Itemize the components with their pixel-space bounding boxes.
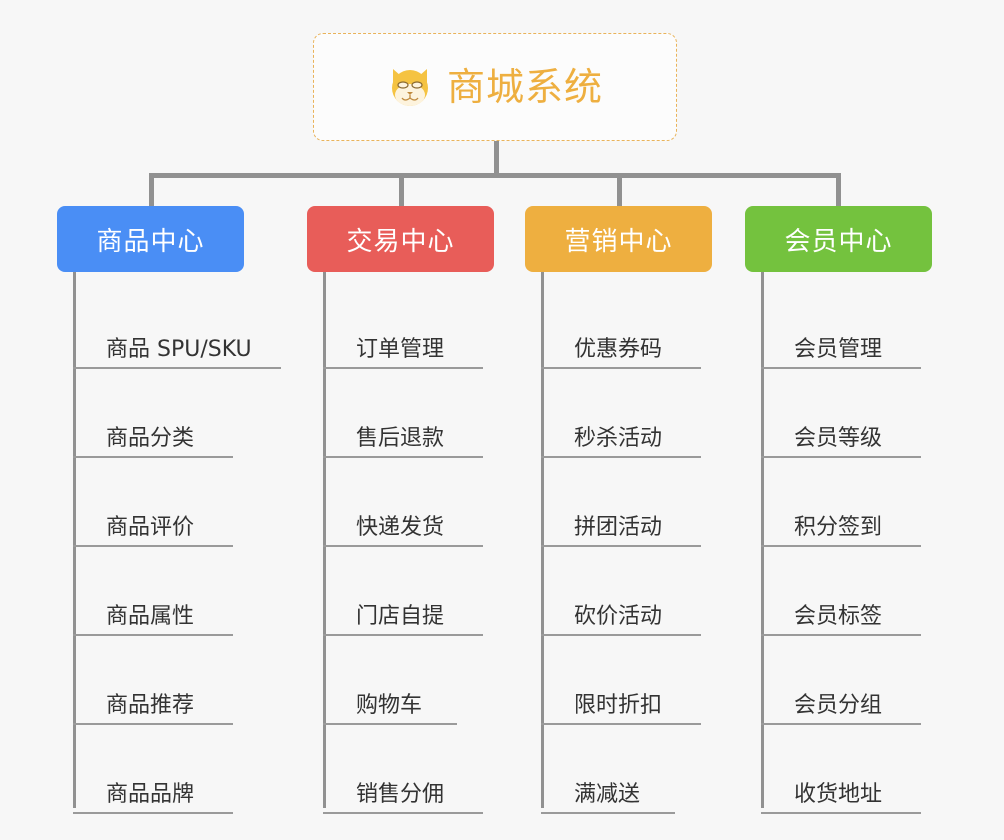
- connector-root-stem: [494, 141, 499, 177]
- branch-header-label: 会员中心: [784, 226, 893, 257]
- list-item-label: 会员等级: [794, 425, 883, 451]
- list-item-rule: [761, 812, 921, 814]
- list-item-label: 优惠券码: [574, 336, 663, 362]
- list-item-rule: [761, 723, 921, 725]
- connector-drop-3: [836, 173, 841, 206]
- branch-header-member[interactable]: 会员中心: [745, 206, 932, 272]
- list-item-rule: [541, 545, 701, 547]
- list-item-label: 会员管理: [794, 336, 883, 362]
- list-item-rule: [73, 367, 281, 369]
- list-item-rule: [323, 634, 483, 636]
- list-item-label: 门店自提: [356, 603, 445, 629]
- branch-header-marketing[interactable]: 营销中心: [525, 206, 712, 272]
- branch-item-list-trade: 订单管理 售后退款 快递发货 门店自提 购物车 销售分佣: [307, 272, 527, 814]
- list-item-rule: [541, 456, 701, 458]
- branch-item-list-member: 会员管理 会员等级 积分签到 会员标签 会员分组 收货地址: [745, 272, 965, 814]
- list-item[interactable]: 商品推荐: [57, 636, 307, 725]
- list-item[interactable]: 商品属性: [57, 547, 307, 636]
- list-item[interactable]: 积分签到: [745, 458, 965, 547]
- list-item-rule: [761, 634, 921, 636]
- list-item-label: 秒杀活动: [574, 425, 663, 451]
- list-item-rule: [541, 723, 701, 725]
- list-item[interactable]: 限时折扣: [525, 636, 745, 725]
- list-item[interactable]: 会员标签: [745, 547, 965, 636]
- list-item[interactable]: 商品评价: [57, 458, 307, 547]
- list-item-rule: [761, 456, 921, 458]
- list-item-label: 商品 SPU/SKU: [106, 336, 252, 362]
- list-item-label: 收货地址: [794, 781, 883, 807]
- list-item[interactable]: 收货地址: [745, 725, 965, 814]
- list-item-label: 砍价活动: [574, 603, 663, 629]
- list-item-label: 订单管理: [356, 336, 445, 362]
- list-item[interactable]: 售后退款: [307, 369, 527, 458]
- list-item-label: 商品品牌: [106, 781, 195, 807]
- list-item-label: 销售分佣: [356, 781, 445, 807]
- list-item-label: 积分签到: [794, 514, 883, 540]
- connector-drop-0: [149, 173, 154, 206]
- list-item-rule: [73, 456, 233, 458]
- list-item-label: 商品评价: [106, 514, 195, 540]
- list-item-label: 快递发货: [356, 514, 445, 540]
- branch-item-list-marketing: 优惠券码 秒杀活动 拼团活动 砍价活动 限时折扣 满减送: [525, 272, 745, 814]
- list-item[interactable]: 会员等级: [745, 369, 965, 458]
- branch-column-trade: 交易中心 订单管理 售后退款 快递发货 门店自提 购物车: [307, 206, 527, 814]
- list-item-rule: [323, 545, 483, 547]
- list-item[interactable]: 销售分佣: [307, 725, 527, 814]
- branch-item-list-product: 商品 SPU/SKU 商品分类 商品评价 商品属性 商品推荐 商品品牌: [57, 272, 307, 814]
- list-item-rule: [761, 367, 921, 369]
- list-item[interactable]: 商品分类: [57, 369, 307, 458]
- list-item-rule: [73, 634, 233, 636]
- list-item-rule: [73, 812, 233, 814]
- list-item-label: 会员分组: [794, 692, 883, 718]
- list-item[interactable]: 快递发货: [307, 458, 527, 547]
- list-item-rule: [323, 723, 457, 725]
- list-item-rule: [323, 456, 483, 458]
- branch-column-product: 商品中心 商品 SPU/SKU 商品分类 商品评价 商品属性 商品推荐: [57, 206, 307, 814]
- list-item[interactable]: 会员分组: [745, 636, 965, 725]
- list-item[interactable]: 门店自提: [307, 547, 527, 636]
- list-item-label: 满减送: [574, 781, 641, 807]
- branch-header-label: 交易中心: [346, 226, 455, 257]
- list-item-label: 拼团活动: [574, 514, 663, 540]
- list-item[interactable]: 优惠券码: [525, 280, 745, 369]
- list-item-rule: [541, 634, 701, 636]
- list-item-rule: [323, 812, 483, 814]
- branch-header-label: 营销中心: [564, 226, 673, 257]
- list-item-label: 限时折扣: [574, 692, 663, 718]
- connector-drop-1: [399, 173, 404, 206]
- branch-header-product[interactable]: 商品中心: [57, 206, 244, 272]
- list-item-label: 会员标签: [794, 603, 883, 629]
- list-item[interactable]: 订单管理: [307, 280, 527, 369]
- list-item-rule: [541, 367, 701, 369]
- connector-horizontal-bus: [149, 173, 841, 178]
- list-item-label: 商品推荐: [106, 692, 195, 718]
- list-item-label: 商品属性: [106, 603, 195, 629]
- list-item[interactable]: 砍价活动: [525, 547, 745, 636]
- branch-header-label: 商品中心: [96, 226, 205, 257]
- list-item[interactable]: 秒杀活动: [525, 369, 745, 458]
- branch-header-trade[interactable]: 交易中心: [307, 206, 494, 272]
- list-item-label: 购物车: [356, 692, 423, 718]
- list-item[interactable]: 满减送: [525, 725, 745, 814]
- connector-drop-2: [617, 173, 622, 206]
- branch-column-marketing: 营销中心 优惠券码 秒杀活动 拼团活动 砍价活动 限时折扣: [525, 206, 745, 814]
- list-item[interactable]: 购物车: [307, 636, 527, 725]
- list-item[interactable]: 会员管理: [745, 280, 965, 369]
- list-item-label: 商品分类: [106, 425, 195, 451]
- root-node[interactable]: 商城系统: [313, 33, 677, 141]
- list-item-rule: [73, 723, 233, 725]
- root-title: 商城系统: [446, 65, 603, 109]
- list-item[interactable]: 商品品牌: [57, 725, 307, 814]
- dog-face-icon: [387, 64, 433, 110]
- list-item-rule: [761, 545, 921, 547]
- list-item-label: 售后退款: [356, 425, 445, 451]
- list-item[interactable]: 拼团活动: [525, 458, 745, 547]
- list-item-rule: [541, 812, 675, 814]
- list-item[interactable]: 商品 SPU/SKU: [57, 280, 307, 369]
- branch-column-member: 会员中心 会员管理 会员等级 积分签到 会员标签 会员分组: [745, 206, 965, 814]
- list-item-rule: [73, 545, 233, 547]
- list-item-rule: [323, 367, 483, 369]
